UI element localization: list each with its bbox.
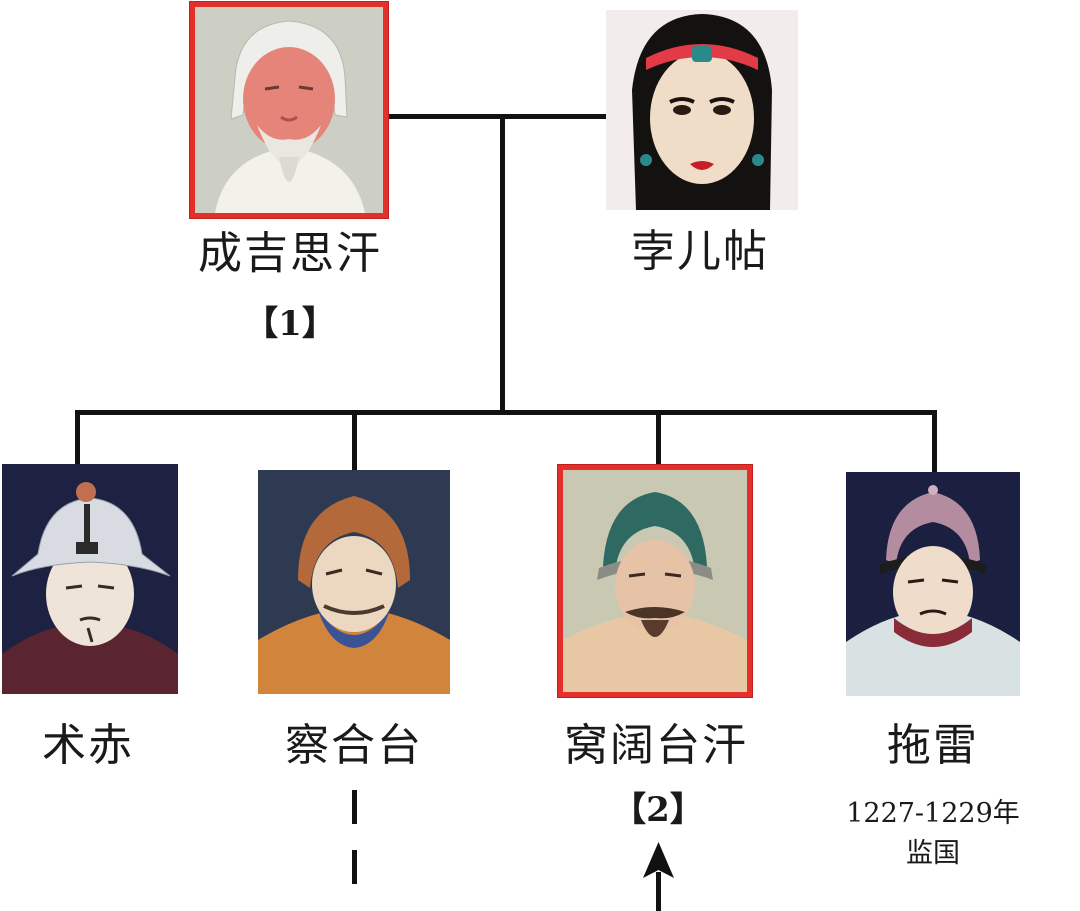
tolui-regency-years: 1227-1229年 xyxy=(846,798,1020,829)
name-tolui: 拖雷 xyxy=(887,720,979,771)
branch-line-jochi xyxy=(75,410,80,466)
branch-line-ogedei xyxy=(656,410,661,468)
portrait-ogedei-khan xyxy=(558,465,752,697)
portrait-genghis-khan xyxy=(190,2,388,218)
chagatai-descent-dash xyxy=(352,850,357,884)
name-borte: 孛儿帖 xyxy=(631,226,769,277)
reign-order-1: 【1】 xyxy=(244,304,336,344)
branch-line-chagatai xyxy=(352,410,357,472)
chagatai-descent-dash xyxy=(352,790,357,824)
portrait-tolui xyxy=(846,472,1020,696)
portrait-borte xyxy=(606,10,798,210)
portrait-jochi xyxy=(2,464,178,694)
name-chagatai: 察合台 xyxy=(285,720,423,771)
name-ogedei-khan: 窝阔台汗 xyxy=(564,720,748,771)
name-genghis-khan: 成吉思汗 xyxy=(198,228,382,279)
tolui-regency-role: 监国 xyxy=(906,838,960,869)
children-bar-line xyxy=(75,410,937,415)
branch-line-tolui xyxy=(932,410,937,472)
succession-arrow-shaft xyxy=(656,872,661,911)
succession-arrow-head xyxy=(643,842,674,878)
marriage-line xyxy=(388,114,606,119)
name-jochi: 术赤 xyxy=(42,720,134,771)
portrait-chagatai xyxy=(258,470,450,694)
reign-order-2: 【2】 xyxy=(612,790,704,830)
descent-trunk-line xyxy=(500,114,505,414)
